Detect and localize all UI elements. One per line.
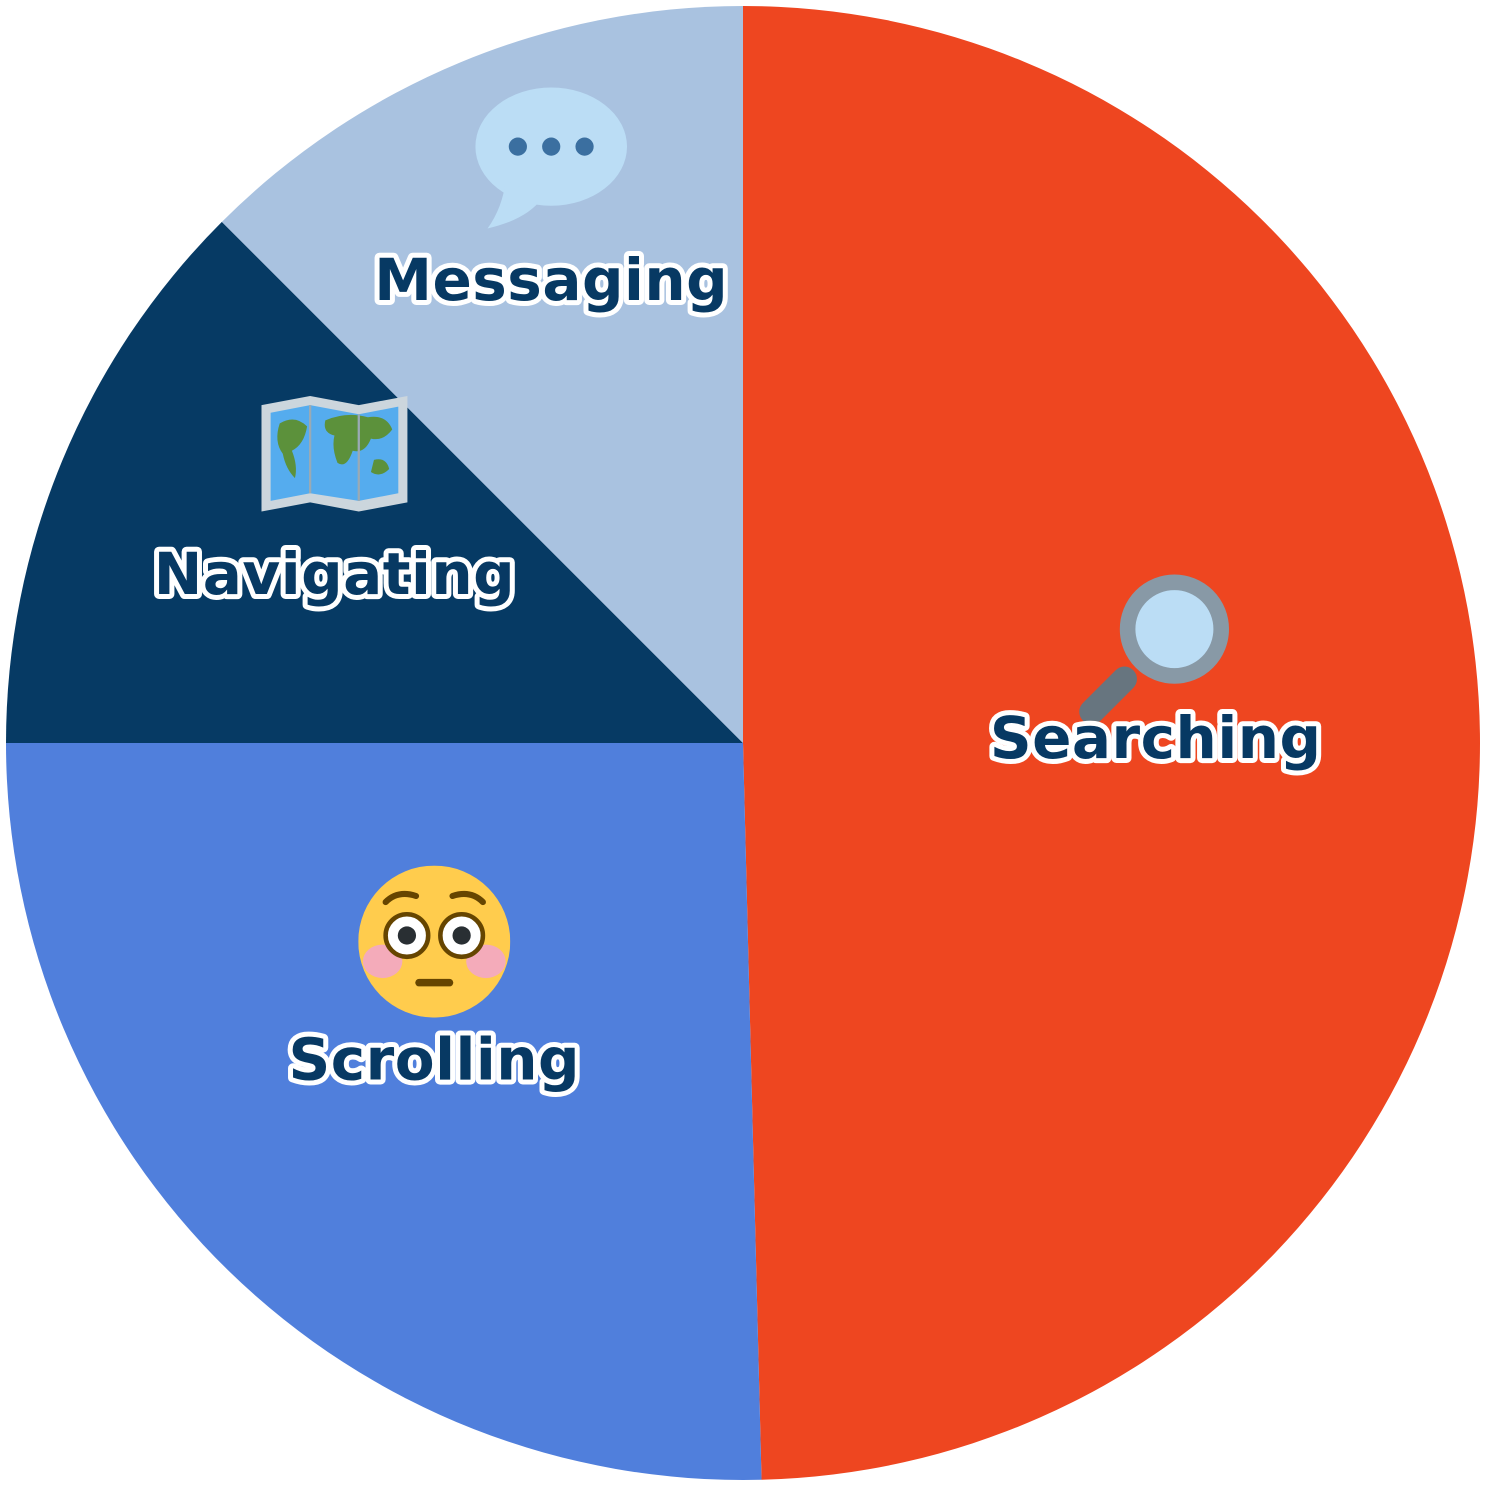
flushed-face-icon [358,866,510,1018]
pie-slice-searching [743,6,1480,1480]
slice-label-navigating: Navigating [154,540,515,608]
world-map-icon [260,394,409,513]
slice-label-messaging: Messaging [374,246,728,314]
slice-label-scrolling: Scrolling [288,1026,580,1094]
slice-label-searching: Searching [990,704,1322,772]
pie-slice-messaging [221,6,743,743]
pie-slice-scrolling [6,743,762,1480]
